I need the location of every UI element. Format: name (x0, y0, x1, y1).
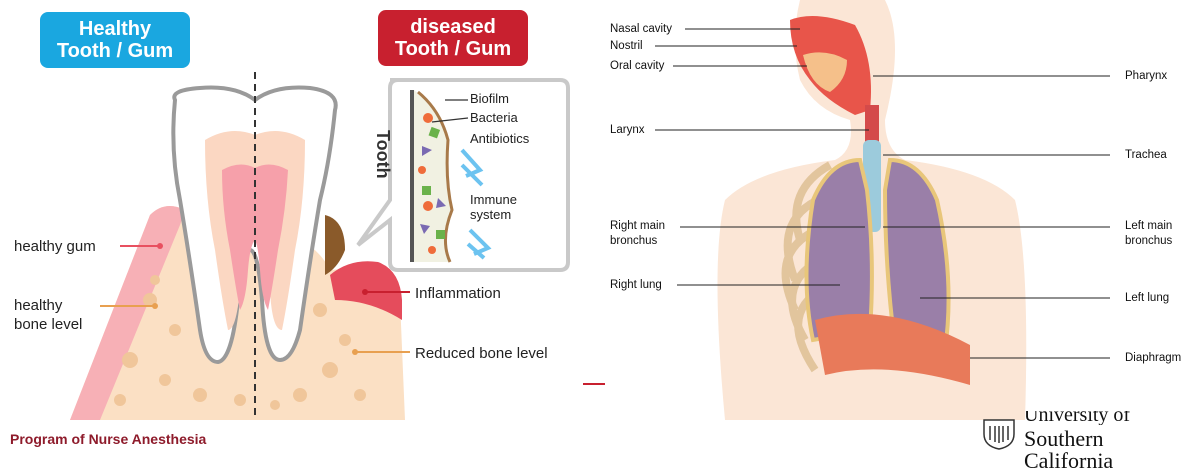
label-healthy-bone-2: bone level (14, 315, 82, 334)
label-right-main-bronchus-1: Right main (610, 219, 665, 233)
inset-tooth-label: Tooth (372, 130, 393, 179)
label-right-main-bronchus-2: bronchus (610, 234, 657, 248)
label-healthy-gum: healthy gum (14, 237, 96, 256)
label-right-lung: Right lung (610, 278, 662, 292)
usc-seal-icon (982, 418, 1016, 450)
inset-tooth-edge (410, 90, 414, 262)
label-healthy-bone-1: healthy (14, 296, 62, 315)
respiratory-system-diagram: Nasal cavity Nostril Oral cavity Larynx … (585, 0, 1198, 420)
label-inflammation: Inflammation (415, 284, 501, 303)
diseased-badge-line1: diseased (388, 16, 518, 38)
respiratory-illustration (585, 0, 1198, 420)
healthy-tooth-badge: Healthy Tooth / Gum (40, 12, 190, 68)
label-pharynx: Pharynx (1125, 69, 1167, 83)
label-oral-cavity: Oral cavity (610, 59, 664, 73)
inset-immune-label-1: Immune (470, 192, 517, 207)
label-left-main-bronchus-2: bronchus (1125, 234, 1172, 248)
healthy-badge-line2: Tooth / Gum (50, 40, 180, 62)
usc-name-line2: Southern California (1024, 428, 1198, 472)
inset-bacteria-label: Bacteria (470, 110, 518, 125)
healthy-badge-line1: Healthy (50, 18, 180, 40)
label-left-lung: Left lung (1125, 291, 1169, 305)
plaque (325, 215, 345, 275)
diseased-badge-line2: Tooth / Gum (388, 38, 518, 60)
inset-biofilm-label: Biofilm (470, 91, 509, 106)
label-nostril: Nostril (610, 39, 643, 53)
label-nasal-cavity: Nasal cavity (610, 22, 672, 36)
program-name: Program of Nurse Anesthesia (10, 431, 206, 447)
label-trachea: Trachea (1125, 148, 1167, 162)
label-reduced-bone: Reduced bone level (415, 344, 548, 363)
diseased-tooth-badge: diseased Tooth / Gum (378, 10, 528, 66)
inset-antibiotics-label: Antibiotics (470, 131, 529, 146)
label-larynx: Larynx (610, 123, 645, 137)
label-left-main-bronchus-1: Left main (1125, 219, 1172, 233)
tooth-gum-diagram: Healthy Tooth / Gum diseased Tooth / Gum… (0, 0, 580, 420)
inset-immune-label-2: system (470, 207, 511, 222)
label-diaphragm: Diaphragm (1125, 351, 1181, 365)
